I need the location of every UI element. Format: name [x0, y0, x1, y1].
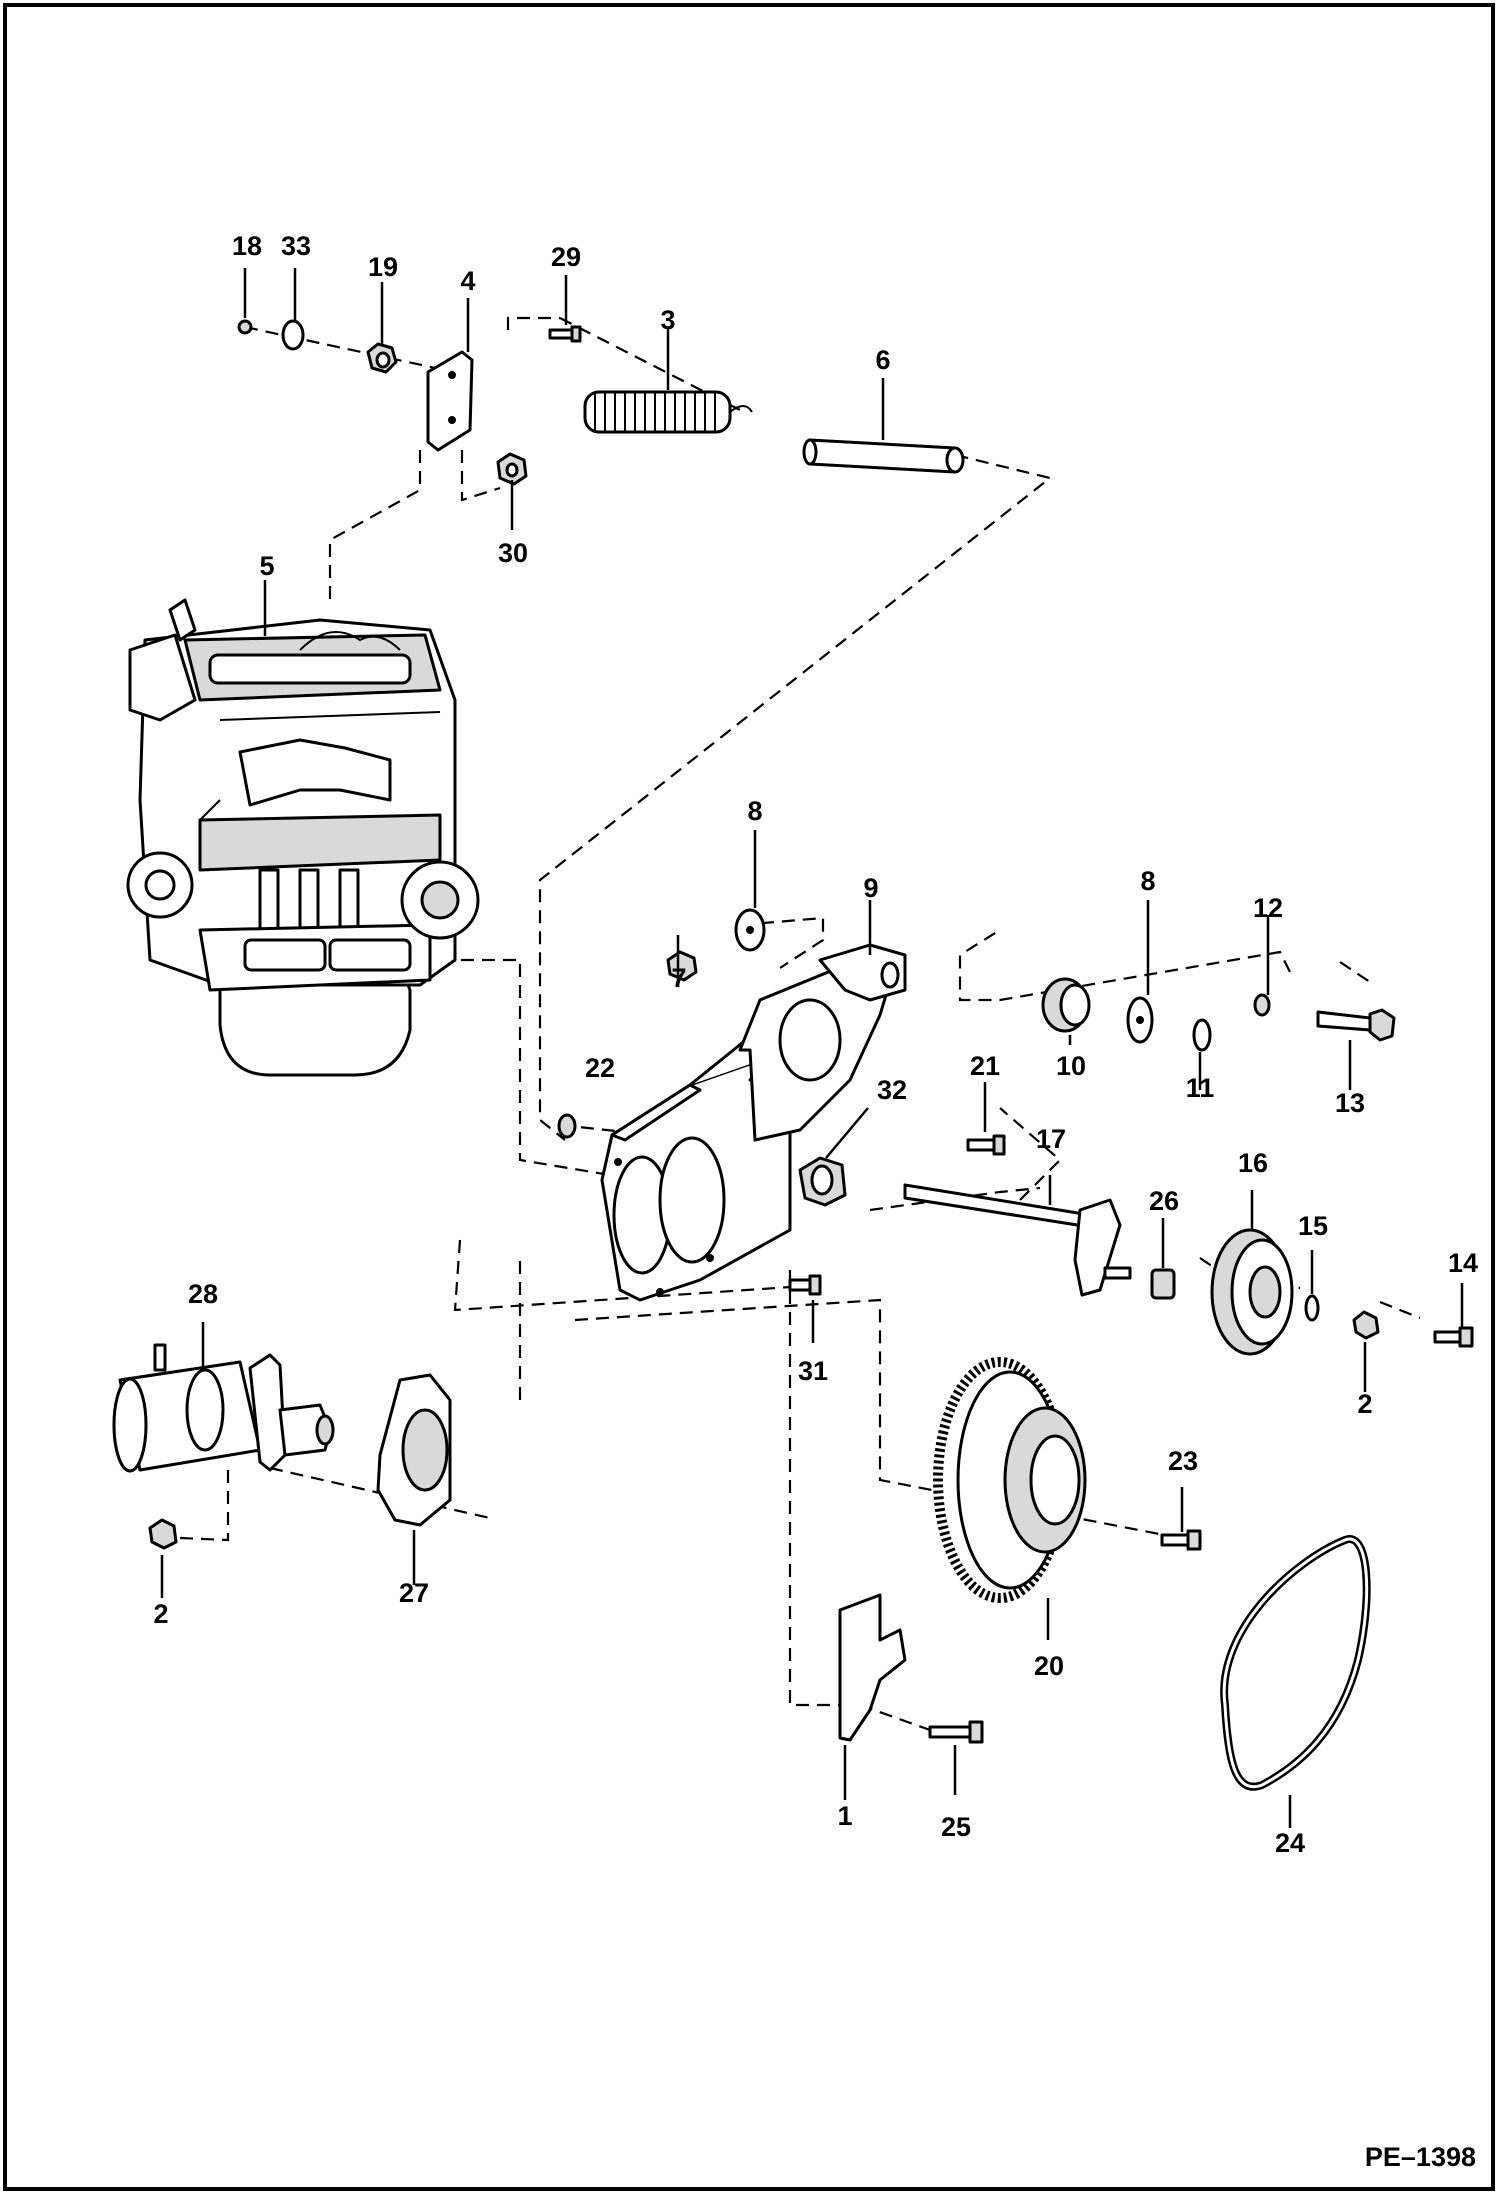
callout-1: 1: [837, 1801, 852, 1831]
bolt-29: [548, 325, 582, 343]
callout-19: 19: [368, 252, 398, 282]
callout-11: 11: [1186, 1073, 1215, 1103]
bracket-1: [838, 1593, 907, 1742]
pulley-16: [1210, 1228, 1294, 1356]
flywheel-20: [933, 1357, 1087, 1603]
washer-11: [1192, 1018, 1212, 1052]
callout-33: 33: [281, 231, 311, 261]
nut-2-right: [1352, 1310, 1380, 1340]
figure-code: PE–1398: [1365, 2142, 1476, 2172]
bracket-9: [738, 943, 907, 1142]
callout-10: 10: [1056, 1051, 1086, 1081]
callout-25: 25: [941, 1812, 971, 1842]
bolt-13: [1316, 1008, 1396, 1042]
callout-3: 3: [660, 305, 675, 335]
callout-27: 27: [399, 1578, 429, 1608]
bolt-23: [1160, 1529, 1202, 1551]
callout-30: 30: [498, 538, 528, 568]
callout-32: 32: [877, 1075, 907, 1105]
washer-8-left: [734, 908, 766, 952]
callout-18: 18: [232, 231, 262, 261]
spring-3: [583, 390, 753, 434]
callout-4: 4: [460, 266, 475, 296]
engine-5: [126, 598, 480, 1077]
callout-8-right: 8: [1140, 866, 1155, 896]
washer-22: [557, 1113, 577, 1139]
housing-27: [376, 1373, 452, 1527]
callout-labels: 18 33 19 4 29 3 6 30 5 8 9 8 12 7 10 11 …: [153, 231, 1478, 1858]
nut-2-left: [148, 1518, 178, 1550]
spacer-26: [1150, 1268, 1176, 1300]
nut-18: [237, 319, 253, 335]
callout-29: 29: [551, 242, 581, 272]
callout-9: 9: [863, 873, 878, 903]
nut-19: [366, 342, 398, 374]
starter-28: [112, 1343, 335, 1473]
callout-12: 12: [1253, 893, 1283, 923]
belt-24: [1220, 1535, 1371, 1791]
callout-16: 16: [1238, 1148, 1268, 1178]
bolt-14: [1433, 1326, 1474, 1348]
page-border: [3, 3, 1495, 2191]
bolt-7: [666, 950, 698, 982]
callout-6: 6: [875, 345, 890, 375]
callout-22: 22: [585, 1053, 615, 1083]
callout-17: 17: [1036, 1124, 1066, 1154]
callout-23: 23: [1168, 1446, 1198, 1476]
callout-31: 31: [798, 1356, 828, 1386]
bushing-32: [798, 1156, 847, 1207]
bolt-31: [788, 1274, 822, 1296]
callout-leaders: [160, 268, 1464, 1828]
washer-12: [1253, 993, 1271, 1017]
callout-28: 28: [188, 1279, 218, 1309]
callout-2-right: 2: [1357, 1389, 1372, 1419]
callout-14: 14: [1448, 1248, 1478, 1278]
callout-21: 21: [970, 1051, 1000, 1081]
bushing-10: [1041, 977, 1091, 1033]
callout-8-left: 8: [747, 796, 762, 826]
callout-2-left: 2: [153, 1599, 168, 1629]
tube-6: [802, 438, 965, 474]
callout-26: 26: [1149, 1186, 1179, 1216]
callout-20: 20: [1034, 1651, 1064, 1681]
callout-7: 7: [671, 963, 686, 993]
callout-5: 5: [259, 551, 274, 581]
callout-13: 13: [1335, 1088, 1365, 1118]
washer-8-right: [1126, 996, 1154, 1044]
nut-30: [496, 452, 528, 486]
bolt-25: [928, 1720, 984, 1744]
bracket-4: [426, 350, 474, 452]
shaft-17: [903, 1183, 1132, 1297]
washer-33: [281, 319, 305, 351]
callout-15: 15: [1298, 1211, 1328, 1241]
washer-15: [1304, 1294, 1320, 1322]
callout-24: 24: [1275, 1828, 1305, 1858]
bolt-21: [966, 1134, 1006, 1156]
